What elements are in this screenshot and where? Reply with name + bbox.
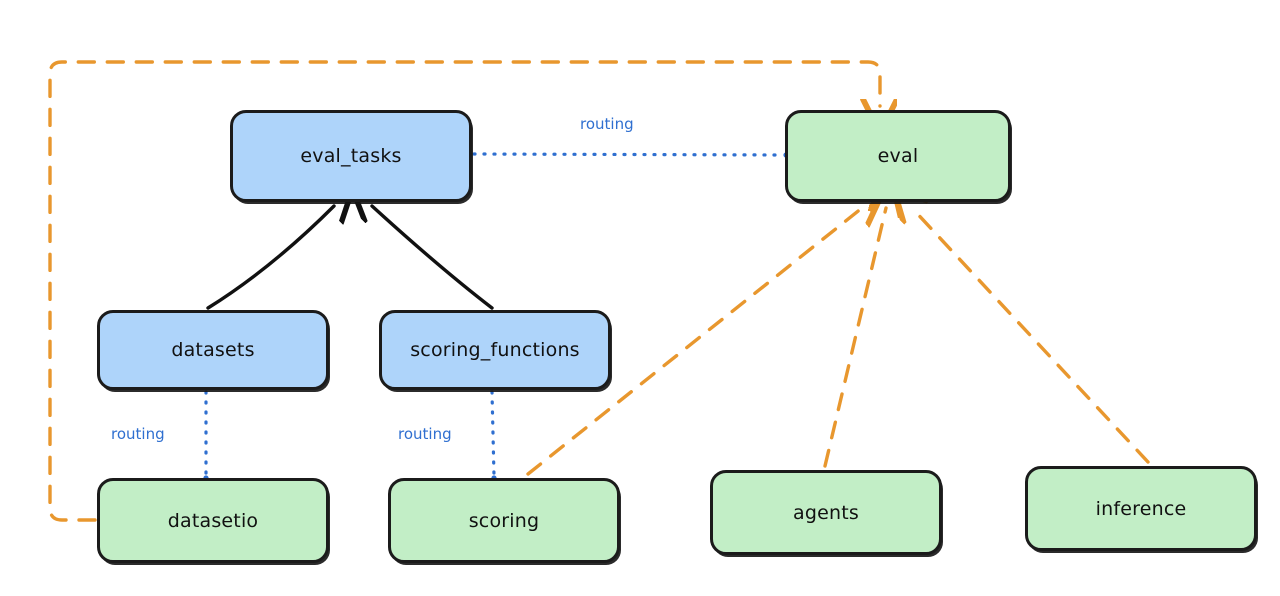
node-datasetio-label: datasetio: [167, 509, 259, 532]
edge-label-routing-datasets-datasetio: routing: [111, 425, 165, 443]
node-scoring-functions[interactable]: scoring_functions: [379, 310, 611, 390]
node-datasets-label: datasets: [171, 339, 255, 361]
node-datasets[interactable]: datasets: [97, 310, 329, 390]
edge-label-routing-scoring-functions-scoring: routing: [398, 425, 452, 443]
edge-scoring-to-eval: [526, 208, 862, 476]
node-eval-label: eval: [877, 145, 919, 167]
edge-scoring-functions-to-scoring: [490, 390, 497, 481]
node-eval-tasks[interactable]: eval_tasks: [230, 110, 472, 202]
edge-scoring-functions-to-eval-tasks: [372, 206, 494, 310]
node-scoring[interactable]: scoring: [388, 478, 620, 563]
node-agents-label: agents: [793, 501, 859, 524]
edge-datasets-to-eval-tasks: [206, 206, 334, 310]
node-scoring-functions-label: scoring_functions: [410, 339, 580, 361]
edge-inference-to-eval: [912, 208, 1150, 464]
edge-datasetio-to-eval: [48, 60, 880, 522]
edge-label-routing-eval-tasks-eval: routing: [580, 115, 634, 133]
node-agents[interactable]: agents: [710, 470, 942, 555]
edge-agents-to-eval: [823, 208, 886, 468]
node-scoring-label: scoring: [468, 509, 540, 532]
edge-datasets-to-datasetio: [203, 390, 209, 481]
node-eval[interactable]: eval: [785, 110, 1011, 202]
node-inference-label: inference: [1095, 497, 1187, 520]
node-inference[interactable]: inference: [1025, 466, 1257, 551]
node-datasetio[interactable]: datasetio: [97, 478, 329, 563]
node-eval-tasks-label: eval_tasks: [300, 145, 402, 167]
edge-eval-tasks-to-eval: [472, 152, 789, 158]
